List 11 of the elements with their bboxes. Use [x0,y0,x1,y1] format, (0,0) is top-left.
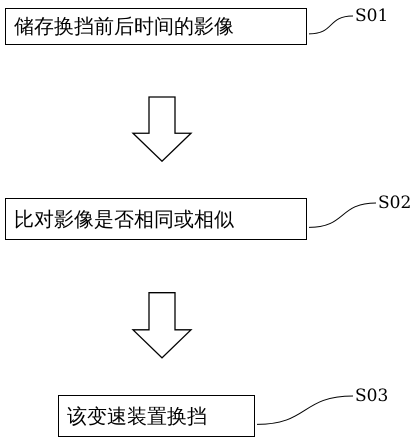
process-box: 比对影像是否相同或相似 [5,198,307,240]
block-arrow [131,96,193,162]
leader-line [308,202,376,228]
step-label: S02 [378,193,410,213]
step-label: S03 [355,386,391,406]
process-box: 该变速装置换挡 [58,395,255,437]
leader-line [256,396,354,425]
process-box: 储存换挡前后时间的影像 [5,8,307,45]
block-arrow [131,292,193,359]
leader-line [308,16,354,34]
step-label: S01 [355,6,391,26]
